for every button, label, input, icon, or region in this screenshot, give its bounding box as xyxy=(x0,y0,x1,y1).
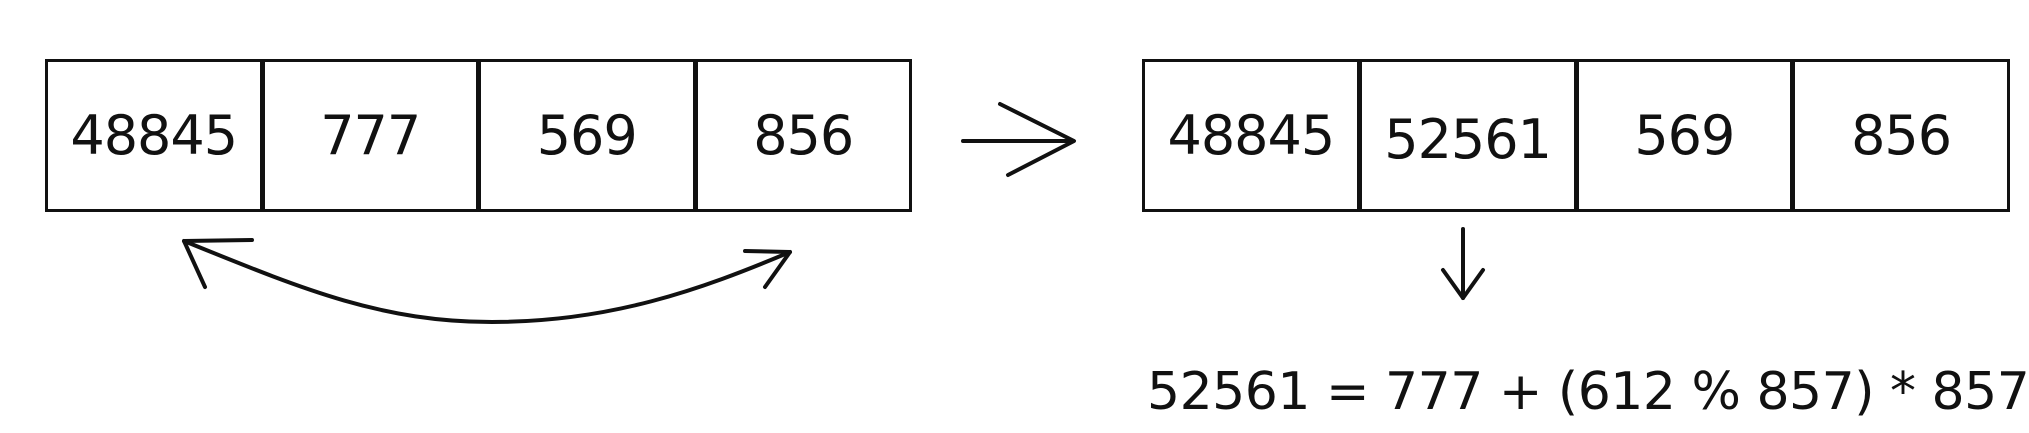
array-before-cell-1: 777 xyxy=(259,62,477,209)
array-after-cell-1: 52561 xyxy=(1356,62,1574,209)
swap-arrow-icon xyxy=(182,238,792,324)
array-before-cell-0: 48845 xyxy=(70,104,238,167)
array-before-cell-3: 856 xyxy=(692,62,910,209)
array-after-cell-2: 569 xyxy=(1573,62,1791,209)
array-after: 48845 52561 569 856 xyxy=(1142,59,2010,212)
transition-arrow-icon xyxy=(961,102,1076,177)
array-after-cell-3: 856 xyxy=(1790,62,2007,209)
array-before: 48845 777 569 856 xyxy=(45,59,912,212)
update-formula: 52561 = 777 + (612 % 857) * 857 xyxy=(1147,362,2029,422)
array-after-cell-0: 48845 xyxy=(1167,104,1335,167)
array-before-cell-2: 569 xyxy=(476,62,693,209)
down-arrow-icon xyxy=(1441,227,1485,300)
